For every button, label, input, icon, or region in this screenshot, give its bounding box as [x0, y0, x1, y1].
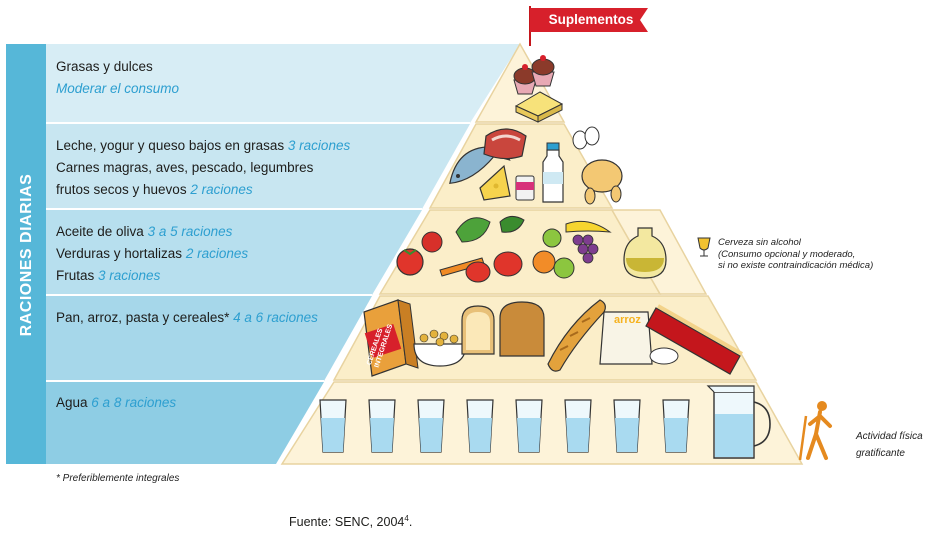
bread-slices-icon [462, 302, 544, 356]
tier1-label: Grasas y dulces [56, 59, 153, 74]
tier2-line3: frutos secos y huevos 2 raciones [56, 182, 253, 197]
side-title: RACIONES DIARIAS [18, 174, 36, 337]
activity-note-line1: Actividad física [856, 431, 923, 442]
beer-note-title: Cerveza sin alcohol [718, 237, 801, 248]
activity-note-line2: gratificante [856, 448, 905, 459]
beer-note-line2: (Consumo opcional y moderado, [718, 249, 855, 260]
tier2-line2: Carnes magras, aves, pescado, legumbres [56, 160, 313, 175]
water-glass-icon [418, 400, 444, 452]
water-glass-icon [663, 400, 689, 452]
tier3-line2: Verduras y hortalizas 2 raciones [56, 246, 248, 261]
tier4-line1: Pan, arroz, pasta y cereales* 4 a 6 raci… [56, 310, 318, 325]
tier2-line1-portions: 3 raciones [288, 138, 350, 153]
meat-icon [484, 129, 526, 159]
water-glass-icon [516, 400, 542, 452]
supplements-label: Suplementos [530, 8, 650, 32]
source-citation: Fuente: SENC, 20044. [289, 514, 412, 529]
tier1-note: Moderar el consumo [56, 81, 179, 96]
tier3-line1-portions: 3 a 5 raciones [148, 224, 233, 239]
tier3-line1: Aceite de oliva 3 a 5 raciones [56, 224, 232, 239]
band-grains [6, 296, 372, 381]
water-glass-icon [614, 400, 640, 452]
tier5-line1-portions: 6 a 8 raciones [91, 395, 176, 410]
tier3-line2-portions: 2 raciones [186, 246, 248, 261]
yogurt-icon [516, 176, 534, 200]
tier4-line1-portions: 4 a 6 raciones [233, 310, 318, 325]
footnote: * Preferiblemente integrales [56, 473, 179, 484]
tier5-line1: Agua 6 a 8 raciones [56, 395, 176, 410]
water-glass-icon [320, 400, 346, 452]
rice-bag-label: arroz [614, 314, 641, 326]
tier3-line3: Frutas 3 raciones [56, 268, 160, 283]
tier2-line1: Leche, yogur y queso bajos en grasas 3 r… [56, 138, 350, 153]
water-glass-icon [369, 400, 395, 452]
water-glass-icon [565, 400, 591, 452]
tier3-line3-portions: 3 raciones [98, 268, 160, 283]
tier2-line3-portions: 2 raciones [190, 182, 252, 197]
beer-note-line3: si no existe contraindicación médica) [718, 260, 873, 271]
water-glass-icon [467, 400, 493, 452]
